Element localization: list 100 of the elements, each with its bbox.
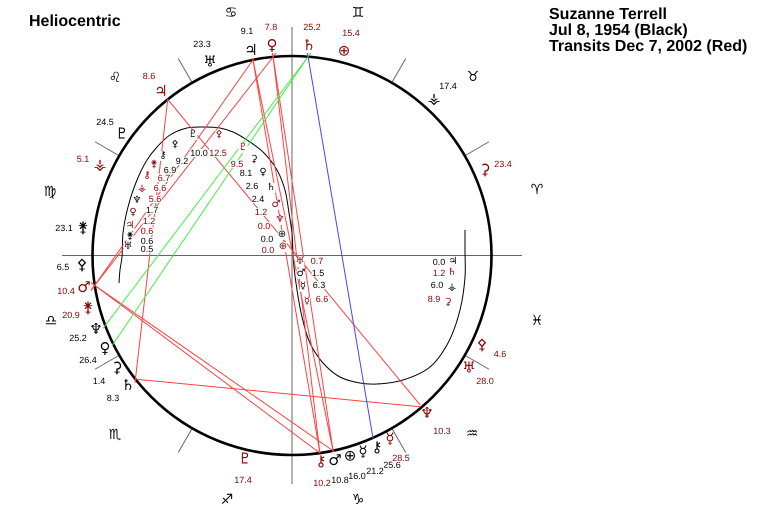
planet-symbol: ♀ [265,37,279,53]
degree-label: 1.2 [142,217,156,225]
planet-symbol: ♅ [462,360,476,376]
aspect-line [134,378,420,408]
planet-symbol: ♃ [448,257,458,267]
planet-symbol: ♇ [238,452,252,466]
degree-label: 8.6 [142,72,156,80]
planet-symbol: ⚷ [159,151,167,161]
degree-label: 17.4 [234,476,252,484]
aspect-line [134,98,168,384]
degree-label: 7.8 [264,23,278,31]
degree-label: 0.7 [310,257,324,265]
planet-symbol: ♇ [188,130,198,140]
zodiac-sign: ♈ [530,183,544,197]
planet-symbol: ♇ [238,143,248,153]
degree-label: 1.2 [432,269,446,277]
degree-label: 6.7 [158,174,170,182]
planet-symbol: ⚷ [314,453,328,469]
planet-symbol: ♃ [154,83,168,99]
degree-label: 8.1 [240,169,252,177]
zodiac-sign: ♏ [108,428,122,442]
zodiac-sign: ♎ [44,314,58,328]
chart-info-text: Jul 8, 1954 (Black) [549,23,688,39]
planet-symbol: ♂ [328,452,342,468]
degree-label: 8.3 [106,394,120,402]
planet-symbol: ☿ [304,297,310,307]
chart-info-text: Suzanne Terrell [549,7,667,23]
planet-symbol: ♄ [266,183,276,193]
chart-info-text: Transits Dec 7, 2002 (Red) [549,39,748,55]
planet-symbol: ⚴ [76,258,88,272]
degree-label: 1.4 [92,377,106,385]
degree-label: 21.2 [366,467,384,475]
planet-symbol: ⚴ [171,140,179,150]
degree-label: 17.4 [439,82,457,90]
degree-label: 16.0 [348,472,366,480]
planet-symbol: ♂ [296,269,306,279]
zodiac-sign: ♉ [466,70,480,84]
degree-label: 8.9 [428,295,440,303]
planet-symbol: ♄ [302,37,316,53]
zodiac-sign: ♑ [352,493,364,507]
planet-symbol: ♆ [132,196,142,206]
degree-label: 0.6 [140,227,154,235]
aspect-line [306,52,374,440]
chart-title: Heliocentric [29,14,121,30]
degree-label: 15.4 [342,29,360,37]
degree-label: 6.0 [430,281,444,289]
planet-symbol: ♀ [98,340,112,356]
planet-symbol: ⚵ [126,232,134,242]
degree-label: 23.1 [55,224,73,232]
degree-label: 25.2 [303,23,321,31]
planet-symbol: ⚵ [82,300,94,316]
degree-label: 5.1 [76,155,90,163]
zodiac-sign: ♒ [466,427,478,441]
aspect-line [272,52,334,452]
degree-label: 0.0 [432,258,446,266]
degree-label: 0.0 [260,235,274,243]
planet-symbol: ⚶ [94,158,106,172]
planet-symbol: ⚳ [444,298,452,308]
aspect-line [252,58,334,452]
zodiac-sign: ♌ [108,71,122,85]
zodiac-sign: ♍ [44,185,56,199]
planet-symbol: ♅ [203,54,217,70]
degree-label: 5.6 [148,195,162,203]
degree-label: 9.5 [230,160,244,168]
planet-symbol: ⚶ [428,92,440,106]
planet-symbol: ♀ [259,168,267,178]
degree-label: 10.8 [331,476,349,484]
aspect-line [272,52,320,454]
planet-symbol: ☿ [385,432,395,446]
planet-symbol: ⚴ [215,130,223,140]
degree-label: 6.5 [56,263,70,271]
planet-symbol: ♂ [77,279,91,295]
degree-label: 6.3 [312,281,326,289]
degree-label: 26.4 [79,356,97,364]
degree-label: 9.2 [176,157,188,165]
planet-symbol: ♃ [244,42,258,58]
planet-symbol: ⊕ [338,44,350,58]
degree-label: 25.6 [383,461,401,469]
degree-label: 24.5 [96,118,114,126]
planet-symbol: ⊕ [278,230,286,240]
degree-label: 4.6 [494,350,506,358]
zodiac-sign: ♊ [352,6,364,20]
degree-label: 0.6 [140,237,154,245]
degree-label: 20.9 [62,311,80,319]
degree-label: 2.4 [252,195,264,203]
planet-symbol: ⚵ [78,220,88,236]
planet-symbol: ⚷ [370,439,384,455]
degree-label: 25.2 [69,334,87,342]
planet-symbol: ♄ [121,377,135,393]
planet-symbol: ♆ [276,215,284,225]
degree-label: 10.4 [57,287,75,295]
planet-symbol: ⚳ [250,155,258,165]
degree-label: 0.5 [140,245,154,253]
degree-label: 6.9 [164,166,176,174]
degree-label: 10.3 [433,427,451,435]
planet-symbol: ⚵ [150,160,158,170]
planet-symbol: ♄ [448,268,456,278]
degree-label: 0.0 [262,246,274,254]
planet-symbol: ⚳ [112,360,122,376]
degree-label: 9.1 [240,27,254,35]
